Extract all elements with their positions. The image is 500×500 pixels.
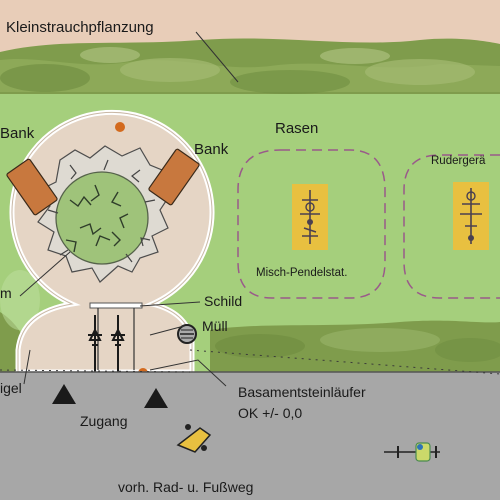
- bike-stands: [88, 315, 125, 372]
- label-pendulum-station: Misch-Pendelstat.: [256, 267, 348, 279]
- label-tree: m: [0, 285, 12, 301]
- label-path: vorh. Rad- u. Fußweg: [118, 479, 254, 495]
- cycle-footpath: [0, 372, 500, 500]
- entrance-marker-left: [52, 384, 76, 404]
- label-bench-right: Bank: [194, 141, 229, 158]
- hedge-lower: [210, 320, 500, 372]
- label-entrance: Zugang: [80, 413, 128, 429]
- label-level: OK +/- 0,0: [238, 405, 303, 421]
- fitness-area-right: [403, 154, 500, 299]
- label-rowing-device: Rudergerä: [431, 155, 486, 167]
- label-lawn: Rasen: [275, 120, 319, 137]
- leader-lines: [19, 31, 239, 387]
- label-waste-bin: Müll: [202, 318, 228, 334]
- label-base-curb: Basamentsteinläufer: [238, 384, 366, 400]
- shrub-planting: [0, 38, 500, 98]
- bench-left: [6, 158, 58, 216]
- waste-bin: [177, 324, 197, 344]
- central-planting: [37, 145, 171, 283]
- pendulum-station: [292, 184, 328, 250]
- label-bench-left: Bank: [0, 125, 35, 142]
- bicycle: [384, 442, 440, 462]
- label-shrub-planting: Kleinstrauchpflanzung: [6, 19, 154, 36]
- curb-line: [189, 349, 500, 375]
- lawn-highlight: [0, 270, 40, 330]
- rowing-device: [453, 182, 489, 250]
- label-bike-stand: igel: [0, 380, 22, 396]
- fitness-area-left: [237, 149, 386, 299]
- marker-top: [115, 122, 125, 132]
- label-sign: Schild: [204, 293, 243, 309]
- cyclist: [176, 424, 212, 453]
- entrance-marker-right: [144, 388, 168, 408]
- bench-right: [148, 148, 200, 206]
